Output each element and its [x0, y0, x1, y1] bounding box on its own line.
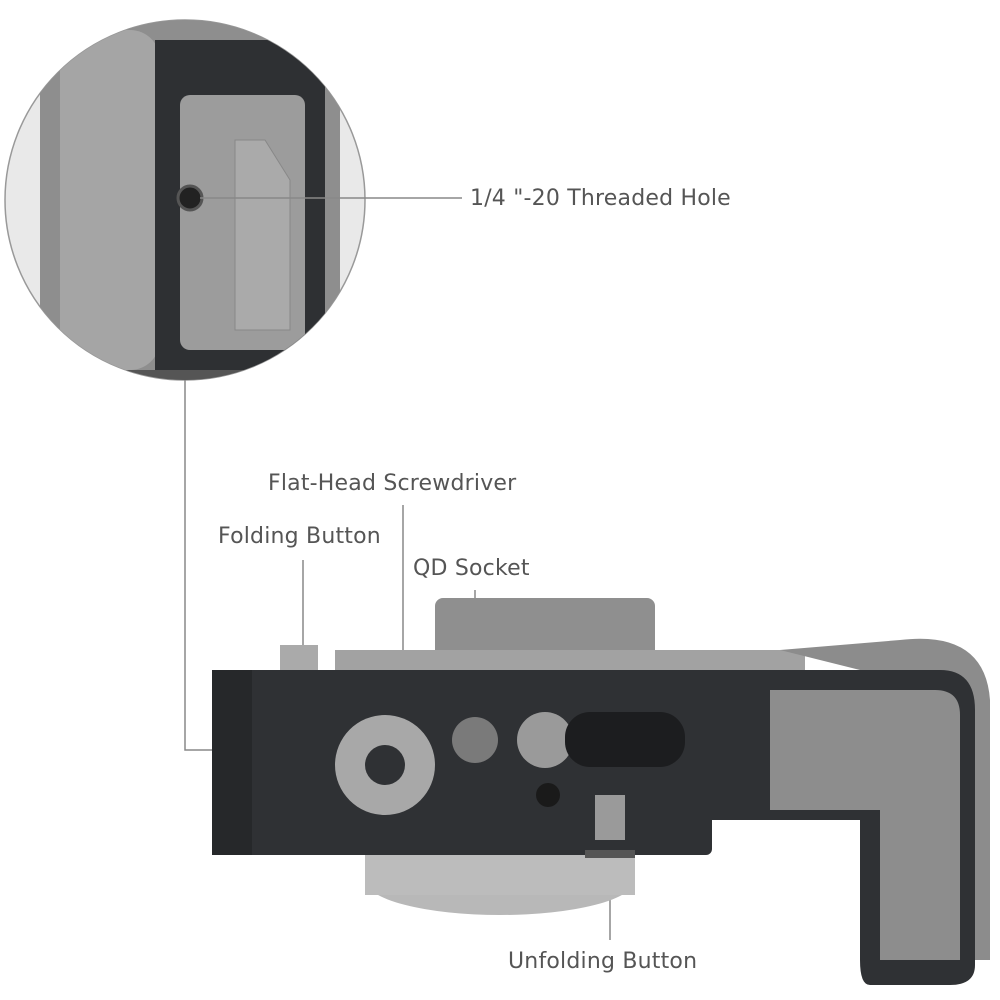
qd-socket	[452, 717, 498, 763]
unfolding-button	[595, 795, 625, 840]
label-threaded-hole: 1/4 "-20 Threaded Hole	[470, 186, 731, 211]
label-flat-head-screwdriver: Flat-Head Screwdriver	[268, 471, 517, 496]
label-unfolding-button: Unfolding Button	[508, 949, 698, 974]
threaded-hole	[176, 184, 204, 212]
label-qd-socket: QD Socket	[413, 556, 530, 581]
l-bracket	[212, 645, 975, 985]
zoom-inset	[4, 19, 366, 381]
label-folding-button: Folding Button	[218, 524, 381, 549]
